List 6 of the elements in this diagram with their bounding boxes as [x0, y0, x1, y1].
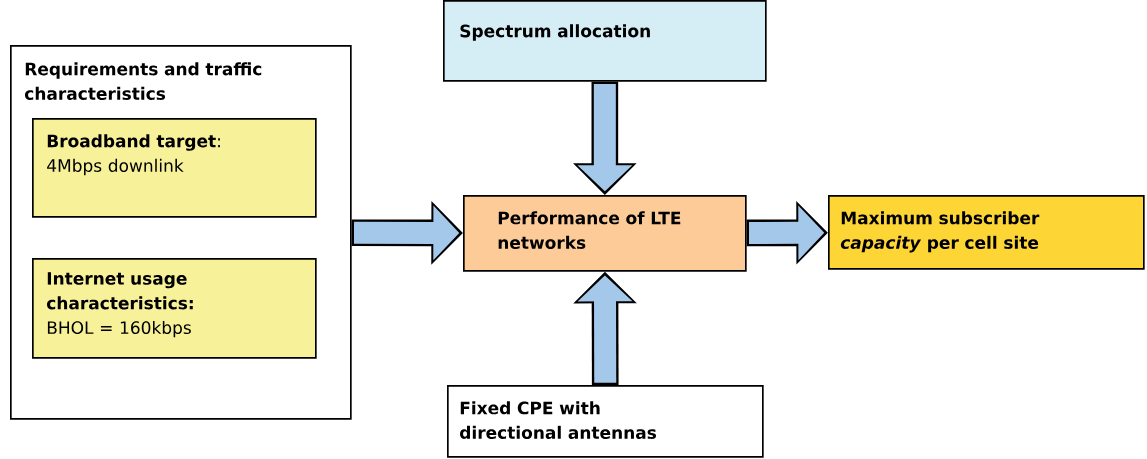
process-box: Performance of LTE networks: [463, 195, 747, 272]
output-box: Maximum subscriber capacity per cell site: [828, 195, 1145, 270]
input-box: Fixed CPE with directional antennas: [447, 385, 764, 458]
input-box: Spectrum allocation: [443, 0, 767, 82]
info-box: Internet usage characteristics: BHOL = 160kbps: [32, 258, 317, 359]
info-box: Broadband target: 4Mbps downlink: [32, 118, 317, 218]
